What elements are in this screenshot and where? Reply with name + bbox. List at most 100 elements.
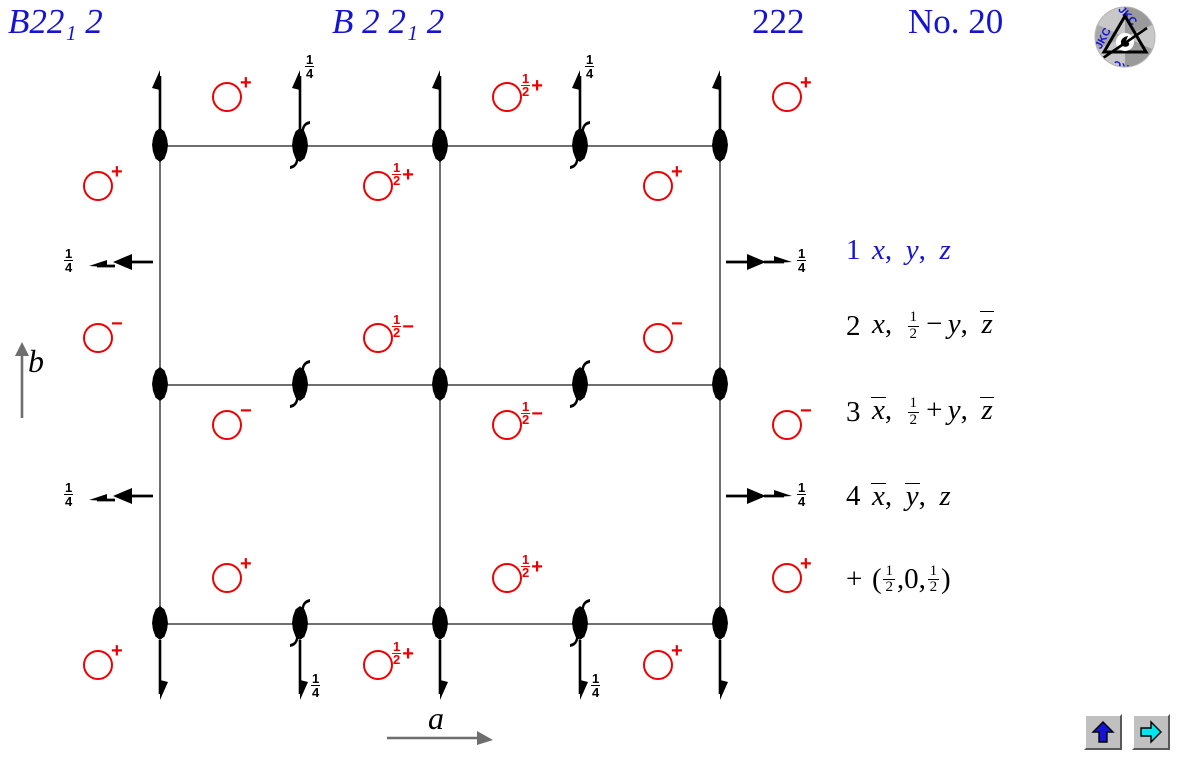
inplane-halfarrow-down (711, 640, 729, 702)
svg-text:JKC: JKC (1112, 57, 1137, 68)
inplane-halfarrow-up (151, 68, 169, 130)
atom-position: + (212, 554, 252, 593)
atom-sign-plus: + (671, 161, 683, 183)
screw-axis-2-1 (292, 367, 308, 401)
atom-position: − (643, 314, 683, 353)
atom-circle (643, 323, 673, 353)
overline-x: x (871, 480, 886, 512)
atom-position: + (772, 554, 812, 593)
right-arrow-icon (1140, 720, 1162, 744)
atom-sign-plus: + (111, 640, 123, 662)
atom-sign-minus: − (240, 400, 252, 422)
hm-symbol-full-text: B 2 2₁ 2 (332, 2, 445, 41)
atom-sign-plus: + (240, 72, 252, 94)
atom-circle (643, 650, 673, 680)
atom-circle (492, 563, 522, 593)
up-arrow-icon (1091, 721, 1115, 743)
twofold-axis (432, 367, 448, 401)
operation-expression: x, y, z (871, 480, 951, 512)
atom-circle (492, 82, 522, 112)
inplane-halfarrow-up (291, 68, 309, 130)
twofold-axis (712, 367, 728, 401)
inplane-halfarrow-down (571, 640, 589, 702)
screw-axis-2-1 (292, 606, 308, 640)
hm-symbol-short-text: B22₁ 2 (8, 2, 103, 41)
twofold-axis (152, 367, 168, 401)
point-group: 222 (752, 4, 805, 39)
atom-sign-plus: + (240, 553, 252, 575)
nav-up-button[interactable] (1084, 714, 1122, 750)
screw-axis-2-1 (572, 128, 588, 162)
space-group-number-text: No. 20 (908, 2, 1004, 41)
screw-axis-2-1 (292, 128, 308, 162)
inplane-halfarrow-up (711, 68, 729, 130)
atom-sign-plus: + (800, 553, 812, 575)
overline-x: x (871, 394, 886, 426)
inplane-halfarrow-up (571, 68, 589, 130)
atom-position: + (643, 162, 683, 201)
twofold-axis (712, 606, 728, 640)
atom-position: − (212, 401, 252, 440)
quarter-denominator: 4 (306, 66, 314, 81)
atom-position: + (83, 641, 123, 680)
hm-symbol-full: B 2 2₁ 2 (332, 4, 444, 39)
nav-right-button[interactable] (1132, 714, 1170, 750)
atom-circle (492, 410, 522, 440)
centering-middle: ,0, (896, 563, 926, 596)
atom-sign-minus: − (671, 313, 683, 335)
symmetry-operation-row: 4 x, y, z (846, 482, 951, 511)
atom-sign-minus: − (800, 400, 812, 422)
atom-circle (83, 323, 113, 353)
inplane-halfarrow-up (431, 68, 449, 130)
twofold-axis (432, 128, 448, 162)
atom-circle (643, 171, 673, 201)
twofold-axis (152, 606, 168, 640)
point-group-text: 222 (752, 2, 805, 41)
axis-b-label: b (28, 343, 44, 379)
atom-sign-plus: + (800, 72, 812, 94)
axis-b (10, 340, 36, 425)
atom-circle (212, 563, 242, 593)
operation-index: 1 (846, 234, 861, 266)
overline-y: y (904, 480, 920, 512)
atom-circle (83, 650, 113, 680)
overline-z: z (980, 394, 995, 426)
inplane-halfarrow-down (431, 640, 449, 702)
inplane-arrow-left (85, 482, 153, 510)
atom-circle (363, 650, 393, 680)
atom-circle (772, 82, 802, 112)
axis-a (385, 726, 495, 757)
atom-circle (83, 171, 113, 201)
atom-sign-plus: + (111, 161, 123, 183)
inplane-halfarrow-down (291, 640, 309, 702)
inplane-arrow-right (726, 482, 798, 510)
inplane-arrow-left (85, 248, 153, 276)
centering-plus: + (846, 563, 863, 596)
atom-circle (363, 171, 393, 201)
atom-circle (772, 410, 802, 440)
